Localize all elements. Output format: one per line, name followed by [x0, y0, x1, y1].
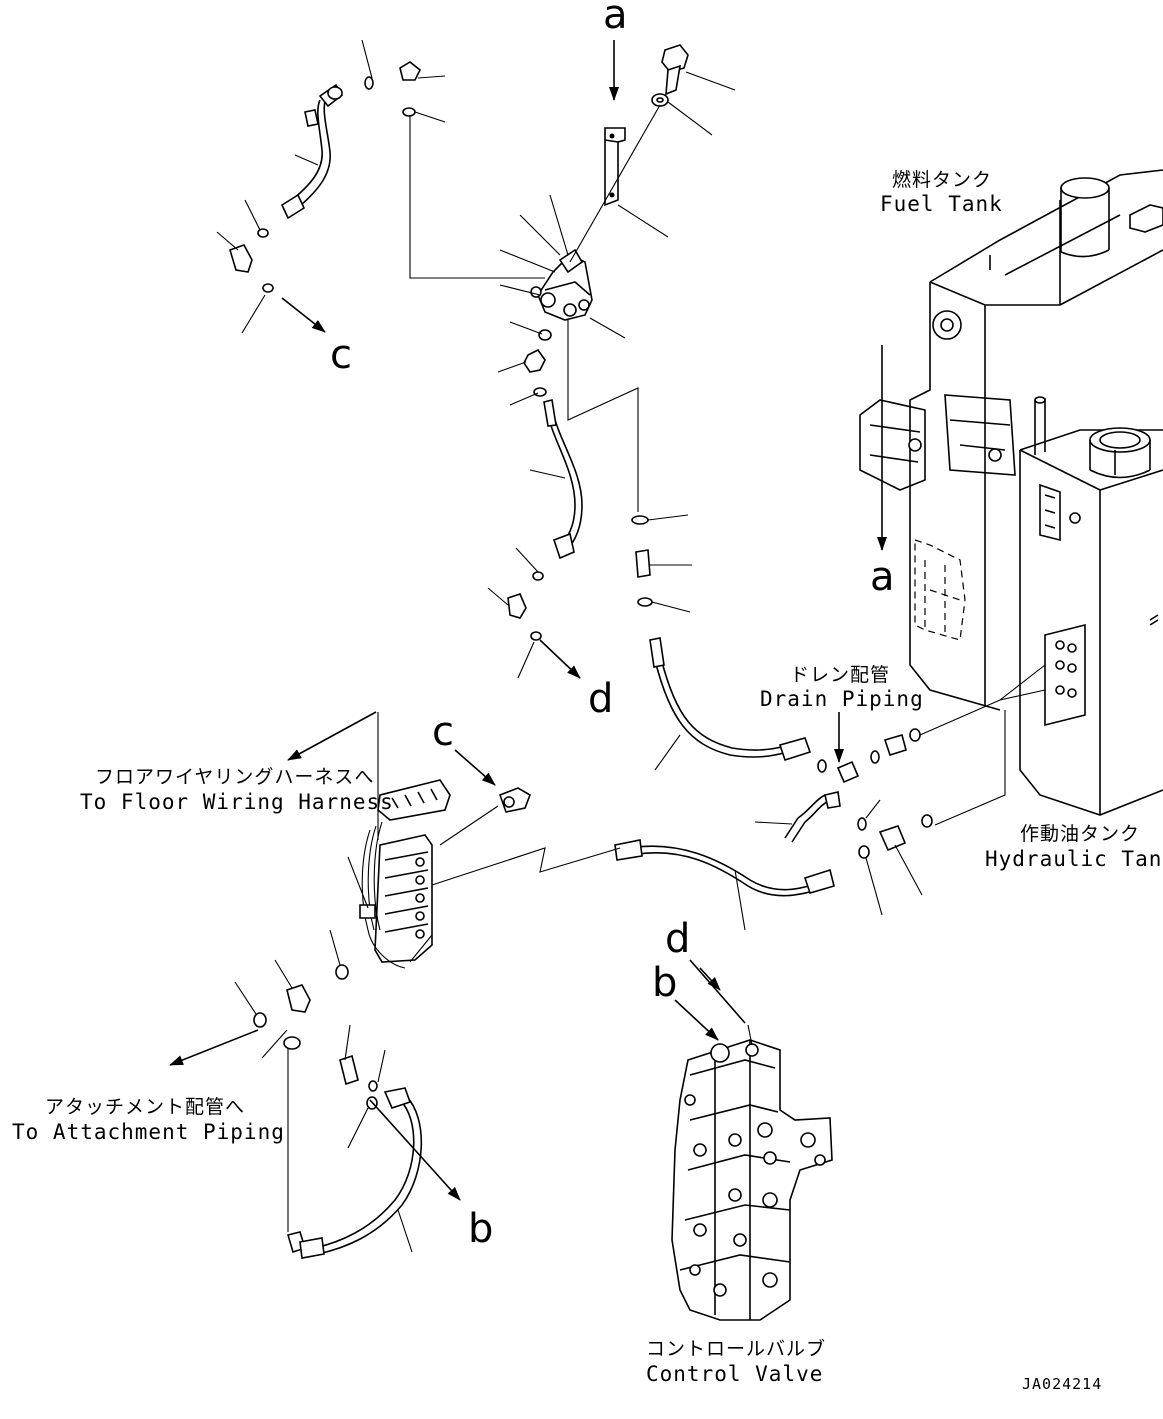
center-hose: [543, 399, 583, 560]
lower-left-fittings: [253, 964, 378, 1110]
fuel-tank-label-jp: 燃料タンク: [892, 169, 992, 191]
fuel-tank: [859, 169, 1163, 711]
elbow-fitting: [498, 787, 531, 813]
floor-harness-label-jp: フロアワイヤリングハーネスへ: [95, 766, 374, 788]
control-valve: [671, 1039, 833, 1321]
upper-left-hose: [229, 61, 422, 293]
drawing-code: JA024214: [1022, 1375, 1102, 1393]
solenoid-valve-block: [530, 248, 593, 321]
lower-hose: [286, 1087, 423, 1259]
ref-c-left: c: [330, 332, 352, 378]
ref-a-top: a: [603, 0, 628, 38]
ref-a-tank: a: [870, 554, 895, 600]
mounting-bracket: [604, 127, 626, 207]
drain-hose: [649, 637, 933, 859]
leader-lines: [216, 39, 1046, 1253]
attachment-label-en: To Attachment Piping: [12, 1120, 285, 1144]
ref-d-valve: d: [665, 916, 690, 962]
reference-arrows: [169, 40, 887, 1201]
control-valve-label-jp: コントロールバルブ: [646, 1337, 826, 1360]
hydraulic-tank-label-en: Hydraulic Tank: [985, 847, 1163, 871]
pressure-switch-manifold: [359, 779, 451, 969]
drain-piping-label-en: Drain Piping: [760, 687, 924, 711]
control-valve-label-en: Control Valve: [646, 1362, 823, 1386]
ref-d-mid: d: [588, 676, 613, 722]
ref-b-valve: b: [652, 960, 677, 1006]
bolt-top: [651, 44, 689, 107]
return-hose: [614, 839, 835, 897]
hydraulic-tank-label-jp: 作動油タンク: [1020, 823, 1140, 845]
annotation-text: a a c c d d b b 燃料タンク Fuel Tank ドレン配管 Dr…: [12, 0, 1163, 1393]
drain-piping-label-jp: ドレン配管: [790, 664, 890, 686]
hydraulic-tank: [1019, 427, 1163, 816]
attachment-label-jp: アタッチメント配管へ: [45, 1096, 245, 1118]
floor-harness-label-en: To Floor Wiring Harness: [80, 790, 394, 814]
tank-hidden-lines: [914, 539, 966, 641]
ref-c-mid: c: [432, 709, 454, 755]
fuel-tank-label-en: Fuel Tank: [880, 192, 1003, 216]
ref-b-hose: b: [468, 1206, 493, 1252]
